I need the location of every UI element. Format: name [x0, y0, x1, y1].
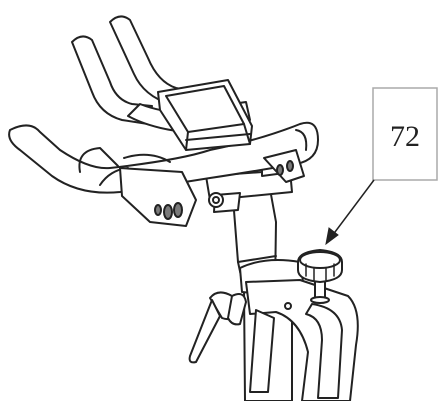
callout-box — [373, 88, 437, 180]
pivot-knob — [209, 193, 223, 207]
leader-arrowhead — [326, 228, 338, 244]
adjustment-knob-72 — [298, 250, 342, 303]
leader-line — [332, 180, 374, 236]
console — [158, 80, 252, 150]
brake-lever — [190, 292, 246, 362]
frame-housing — [240, 260, 358, 401]
right-bracket — [264, 150, 304, 182]
callout-label: 72 — [390, 120, 420, 153]
left-bracket — [120, 155, 196, 226]
callout-72: 72 — [326, 88, 437, 244]
